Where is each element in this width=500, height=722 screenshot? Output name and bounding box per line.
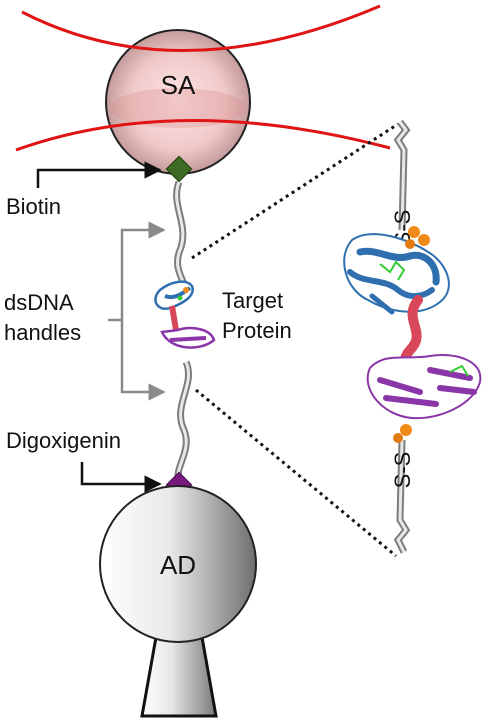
sa-bead-label: SA — [161, 70, 196, 100]
digoxigenin-arrow — [80, 462, 162, 493]
dsdna-label-line1: dsDNA — [4, 290, 74, 315]
dna-handle-upper — [173, 180, 189, 293]
ad-bead-label: AD — [160, 550, 196, 580]
ad-bead — [99, 485, 257, 643]
dna-handle-lower — [174, 360, 192, 481]
dsdna-label-line2: handles — [4, 320, 81, 345]
dna-bracket — [108, 228, 162, 394]
digoxigenin-label: Digoxigenin — [6, 428, 121, 453]
inset-dna-top — [393, 119, 411, 231]
target-protein-label-line2: Protein — [222, 318, 292, 343]
laser-beam-upper — [21, 4, 381, 52]
laser-beam-lower — [15, 119, 391, 152]
target-protein-small — [154, 280, 216, 349]
inset-dna-bottom — [393, 439, 411, 554]
biotin-label: Biotin — [6, 194, 61, 219]
target-protein-label-line1: Target — [222, 288, 283, 313]
biotin-marker — [165, 155, 193, 183]
zoom-line-upper — [191, 122, 399, 260]
zoom-line-lower — [195, 388, 397, 558]
biotin-arrow — [36, 161, 162, 188]
disulfide-label-bottom: S-S — [390, 452, 415, 489]
inset-protein-structure — [343, 226, 482, 443]
sa-bead — [105, 29, 251, 175]
